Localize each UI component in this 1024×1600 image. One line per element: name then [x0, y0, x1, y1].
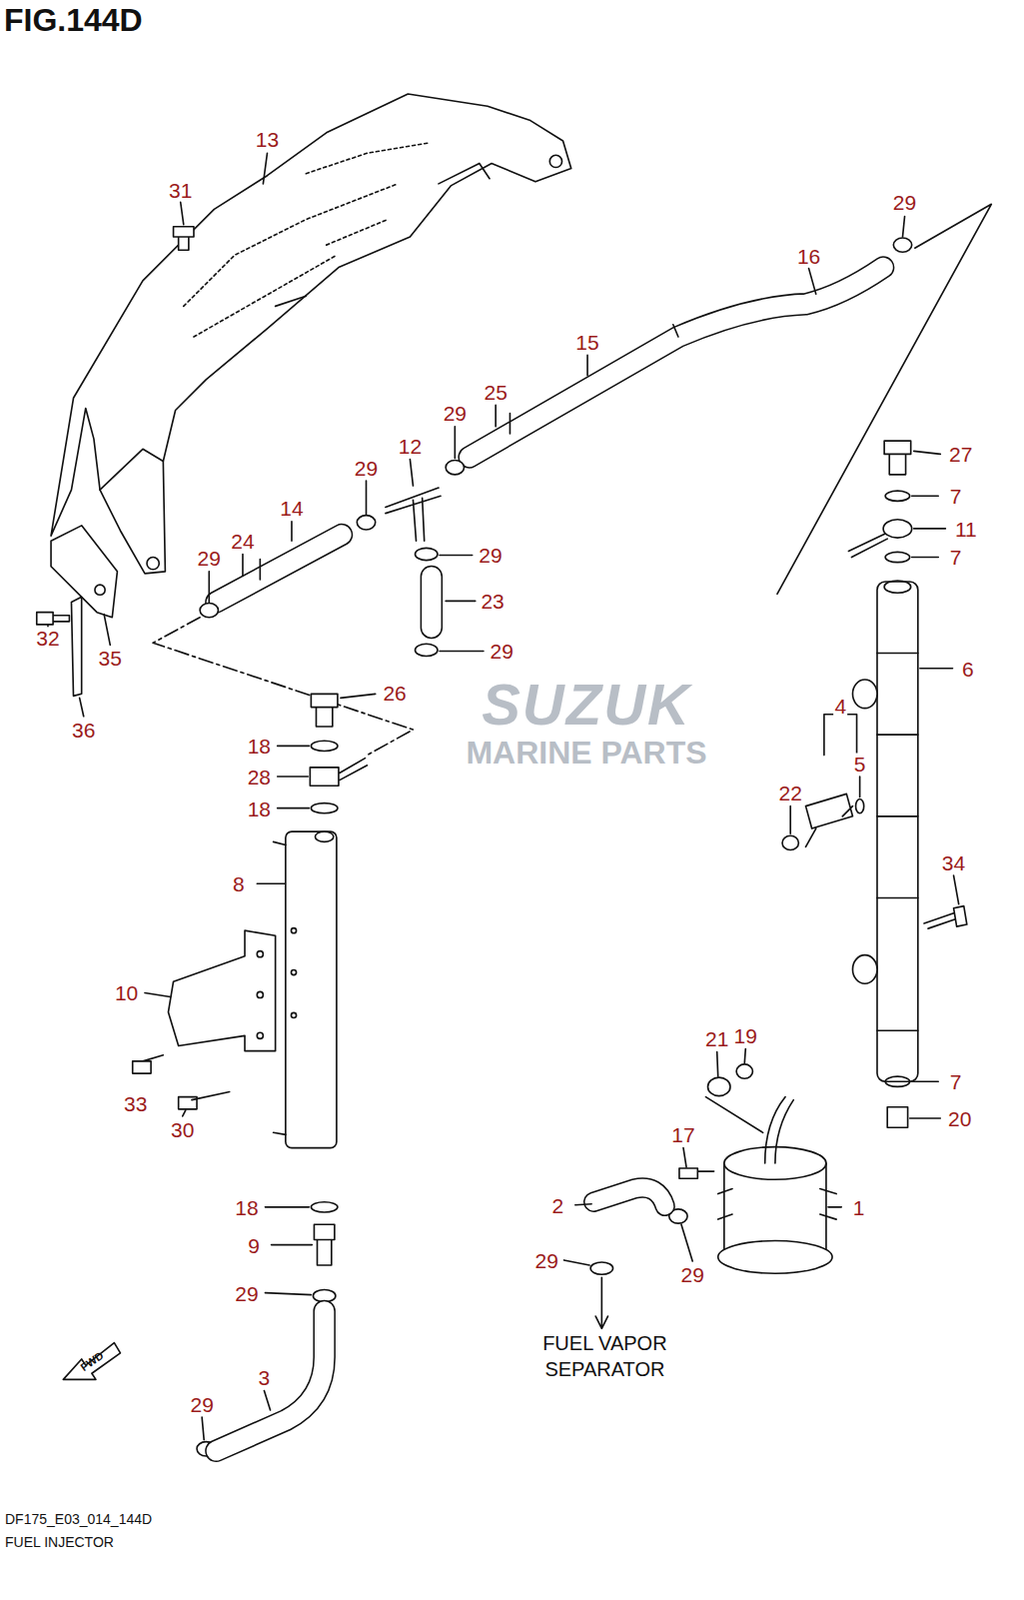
- callout-number: 34: [941, 851, 967, 873]
- callout-number: 35: [97, 647, 123, 669]
- callout-number: 24: [229, 530, 255, 552]
- callout-number: 13: [254, 127, 280, 149]
- callout-number: 29: [196, 547, 222, 569]
- callout-number: 17: [670, 1123, 696, 1145]
- callout-number: 29: [489, 640, 515, 662]
- callout-number: 33: [122, 1091, 148, 1113]
- callout-number: 7: [949, 1070, 964, 1092]
- callout-number: 7: [949, 485, 964, 507]
- callout-number: 26: [381, 682, 407, 704]
- callout-number: 22: [778, 782, 804, 804]
- callout-number: 3: [257, 1366, 272, 1388]
- callout-number: 1: [852, 1195, 867, 1217]
- callout-number: 29: [188, 1392, 214, 1414]
- callout-number: 29: [233, 1281, 259, 1303]
- watermark: MARINE PARTS: [465, 734, 707, 772]
- callout-number: 8: [231, 873, 246, 895]
- callout-number: 25: [482, 381, 508, 403]
- callout-number: 6: [961, 657, 976, 679]
- callout-number: 11: [954, 517, 979, 539]
- callout-number: 29: [892, 191, 918, 213]
- callout-number: 23: [479, 590, 505, 612]
- callout-number: 18: [246, 735, 272, 757]
- note-text: FUEL VAPOR SEPARATOR: [529, 1329, 680, 1382]
- callout-number: 4: [833, 695, 848, 717]
- callout-number: 29: [477, 544, 503, 566]
- callout-number: 29: [680, 1263, 706, 1285]
- callout-number: 14: [278, 497, 304, 519]
- callout-number: 18: [233, 1195, 259, 1217]
- callout-number: 29: [442, 402, 468, 424]
- callout-number: 5: [853, 752, 868, 774]
- drawing-code: DF175_E03_014_144D: [4, 1510, 152, 1527]
- callout-number: 12: [397, 435, 423, 457]
- callout-number: 19: [733, 1024, 759, 1046]
- callout-number: 10: [113, 982, 139, 1004]
- callout-number: 2: [551, 1193, 566, 1215]
- callout-number: 31: [167, 178, 193, 200]
- callout-number: 16: [796, 245, 822, 267]
- callout-number: 9: [246, 1233, 261, 1255]
- callout-number: 27: [948, 443, 974, 465]
- callout-number: 18: [246, 797, 272, 819]
- watermark: SUZUK: [481, 670, 692, 738]
- callout-number: 21: [704, 1027, 730, 1049]
- callout-number: 36: [70, 718, 96, 740]
- callout-number: 28: [246, 765, 272, 787]
- callout-number: 29: [353, 456, 379, 478]
- callout-number: 15: [574, 331, 600, 353]
- callout-number: 7: [949, 546, 964, 568]
- callout-number: 20: [947, 1106, 973, 1128]
- callout-number: 29: [534, 1248, 560, 1270]
- figure-caption: FUEL INJECTOR: [4, 1533, 114, 1550]
- callout-number: 30: [169, 1118, 195, 1140]
- callout-number: 32: [34, 627, 60, 649]
- figure-title: FIG.144D: [3, 1, 143, 39]
